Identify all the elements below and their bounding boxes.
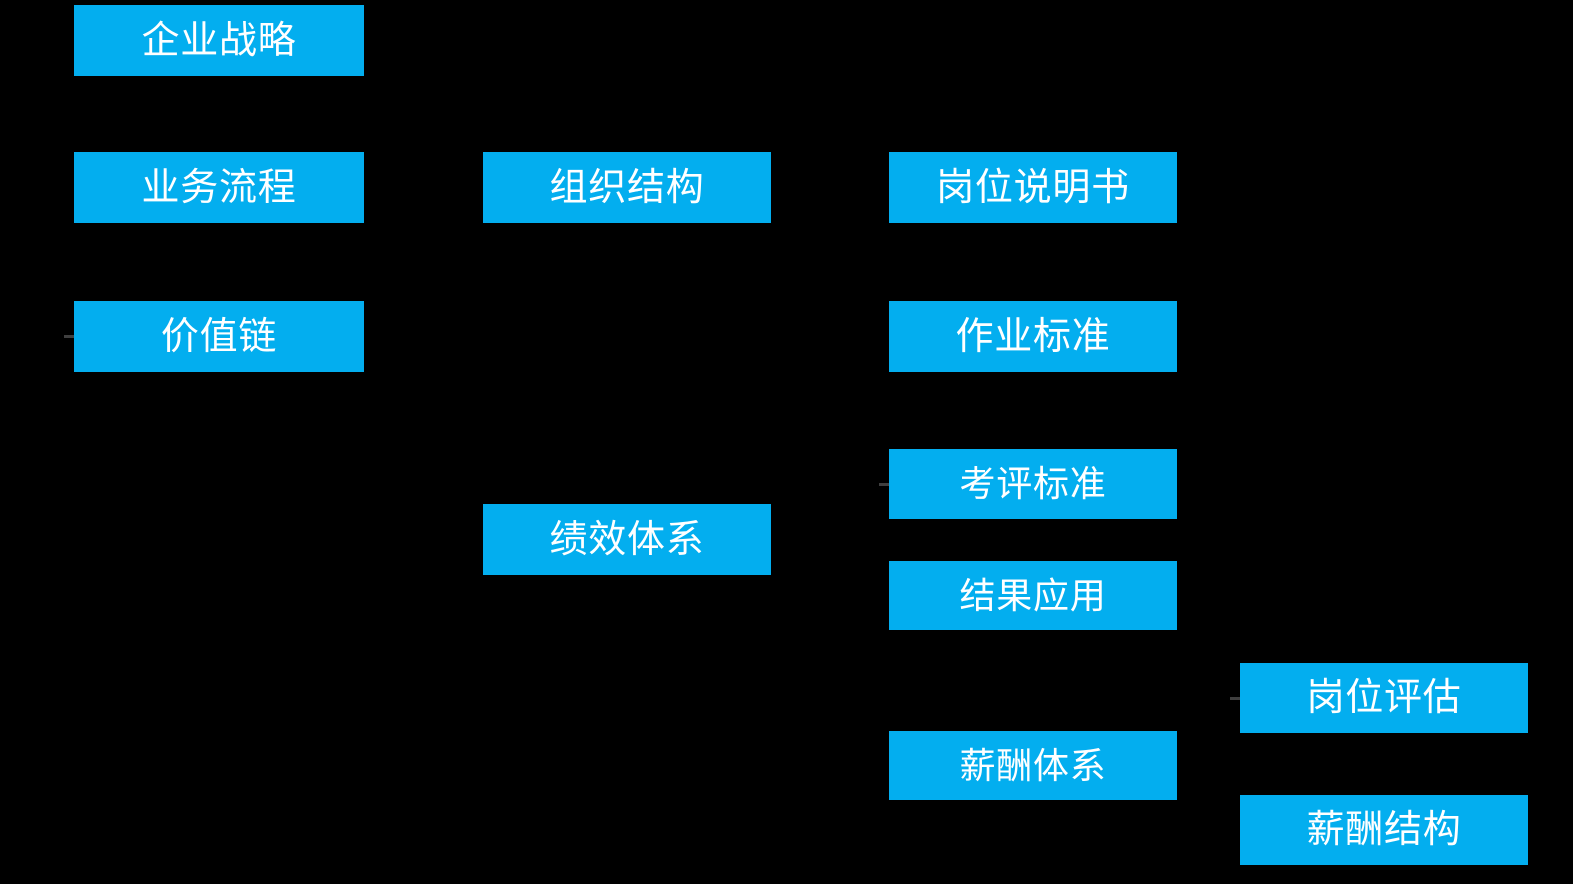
node-label-performance-system: 绩效体系 — [549, 518, 705, 561]
node-label-organizational-structure: 组织结构 — [549, 166, 705, 209]
connector-stub-evaluation-standard — [879, 483, 891, 486]
node-label-evaluation-standard: 考评标准 — [959, 463, 1107, 504]
node-label-compensation-system: 薪酬体系 — [959, 744, 1107, 786]
node-compensation-structure[interactable]: 薪酬结构 — [1240, 795, 1528, 865]
connector-stub-job-evaluation — [1230, 697, 1242, 700]
node-compensation-system[interactable]: 薪酬体系 — [889, 731, 1177, 800]
node-operation-standard[interactable]: 作业标准 — [889, 301, 1177, 372]
node-job-description[interactable]: 岗位说明书 — [889, 152, 1177, 223]
node-label-business-process: 业务流程 — [141, 166, 297, 209]
node-organizational-structure[interactable]: 组织结构 — [483, 152, 771, 223]
node-result-application[interactable]: 结果应用 — [889, 561, 1177, 630]
node-business-process[interactable]: 业务流程 — [74, 152, 364, 223]
node-job-evaluation[interactable]: 岗位评估 — [1240, 663, 1528, 733]
connector-stub-value-chain — [64, 335, 76, 338]
node-enterprise-strategy[interactable]: 企业战略 — [74, 5, 364, 76]
node-value-chain[interactable]: 价值链 — [74, 301, 364, 372]
node-performance-system[interactable]: 绩效体系 — [483, 504, 771, 575]
node-label-compensation-structure: 薪酬结构 — [1306, 809, 1462, 851]
node-label-enterprise-strategy: 企业战略 — [141, 19, 297, 62]
node-label-operation-standard: 作业标准 — [955, 315, 1111, 358]
node-evaluation-standard[interactable]: 考评标准 — [889, 449, 1177, 519]
node-label-result-application: 结果应用 — [959, 574, 1107, 616]
node-label-job-description: 岗位说明书 — [936, 166, 1130, 209]
node-label-value-chain: 价值链 — [160, 315, 278, 358]
node-label-job-evaluation: 岗位评估 — [1306, 677, 1462, 719]
